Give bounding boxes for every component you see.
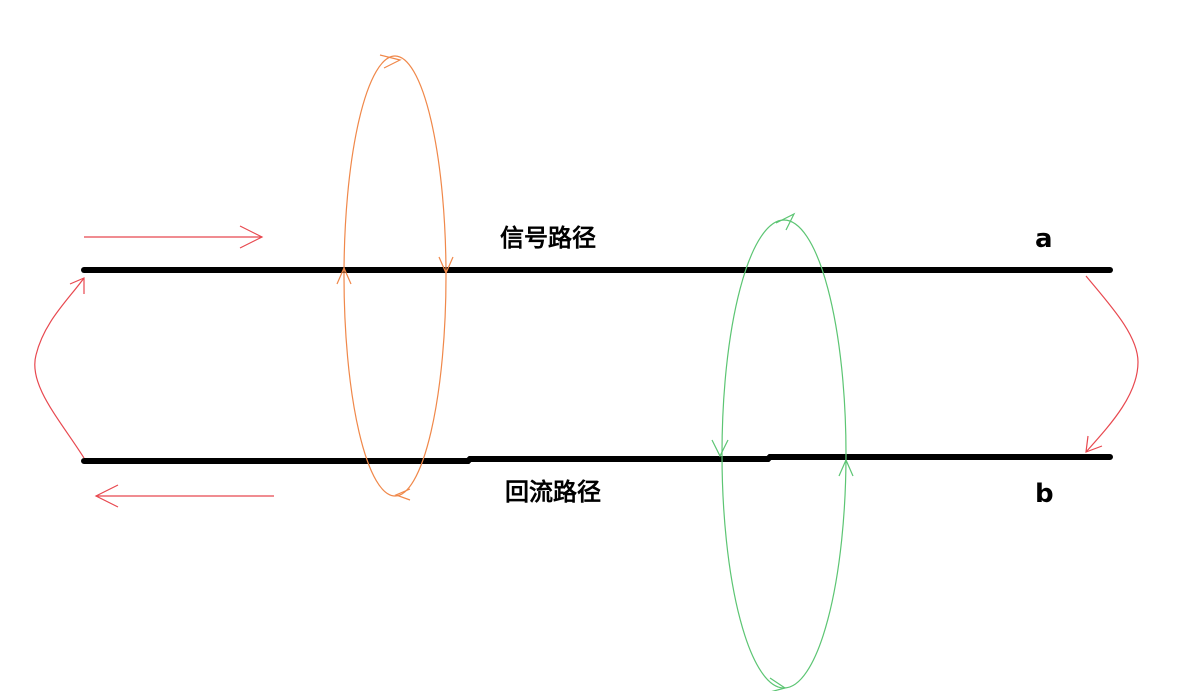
return-current-arrow bbox=[94, 484, 274, 508]
return-conductor bbox=[81, 454, 1113, 464]
return-field-loop bbox=[711, 212, 854, 691]
node-a-label: a bbox=[1035, 224, 1053, 254]
node-b-label: b bbox=[1035, 479, 1054, 509]
return-path-label: 回流路径 bbox=[505, 478, 601, 506]
load-end-current-loop bbox=[1085, 275, 1139, 453]
source-end-current-loop bbox=[34, 277, 85, 459]
signal-field-loop bbox=[336, 54, 454, 501]
signal-current-arrow bbox=[84, 225, 264, 249]
signal-path-label: 信号路径 bbox=[500, 224, 596, 252]
